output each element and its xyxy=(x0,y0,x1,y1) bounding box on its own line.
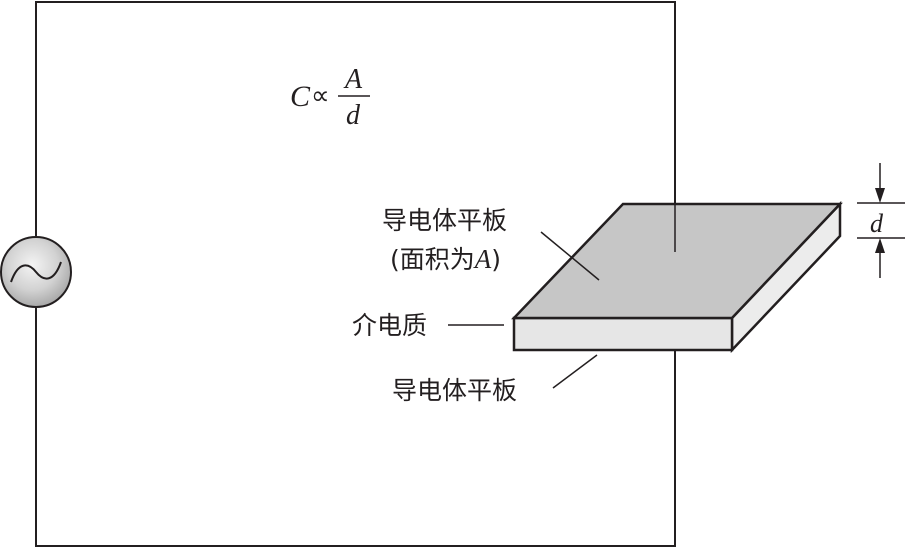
label-top-plate-line2: (面积为A) xyxy=(390,244,501,274)
leader-bottom-plate xyxy=(552,354,598,389)
formula-relation: ∝ xyxy=(311,81,330,110)
label-thickness: d xyxy=(870,209,884,238)
capacitor-slab xyxy=(511,200,843,354)
arrow-down-icon xyxy=(875,188,885,203)
top-plate-face xyxy=(511,202,843,320)
leader-lines xyxy=(448,231,600,389)
wire-top-left xyxy=(35,1,676,236)
label-area-var: A xyxy=(473,244,492,274)
label-top-plate-line1: 导电体平板 xyxy=(382,206,507,235)
formula-numerator: A xyxy=(343,64,363,95)
thickness-dimension xyxy=(857,163,905,278)
leader-top-plate xyxy=(540,231,600,281)
wire-bottom xyxy=(35,308,676,547)
capacitance-formula: C ∝ A d xyxy=(290,64,370,131)
circuit-wire xyxy=(35,1,676,547)
formula-lhs: C xyxy=(290,80,311,113)
label-area-prefix: (面积为 xyxy=(390,245,475,274)
label-bottom-plate: 导电体平板 xyxy=(392,376,517,405)
ac-source xyxy=(0,236,72,308)
dielectric-front-face xyxy=(512,316,734,352)
label-area-suffix: ) xyxy=(491,245,501,274)
sine-wave-icon xyxy=(10,261,62,283)
label-dielectric: 介电质 xyxy=(352,311,427,340)
formula-denominator: d xyxy=(346,100,361,131)
arrow-up-icon xyxy=(875,238,885,253)
